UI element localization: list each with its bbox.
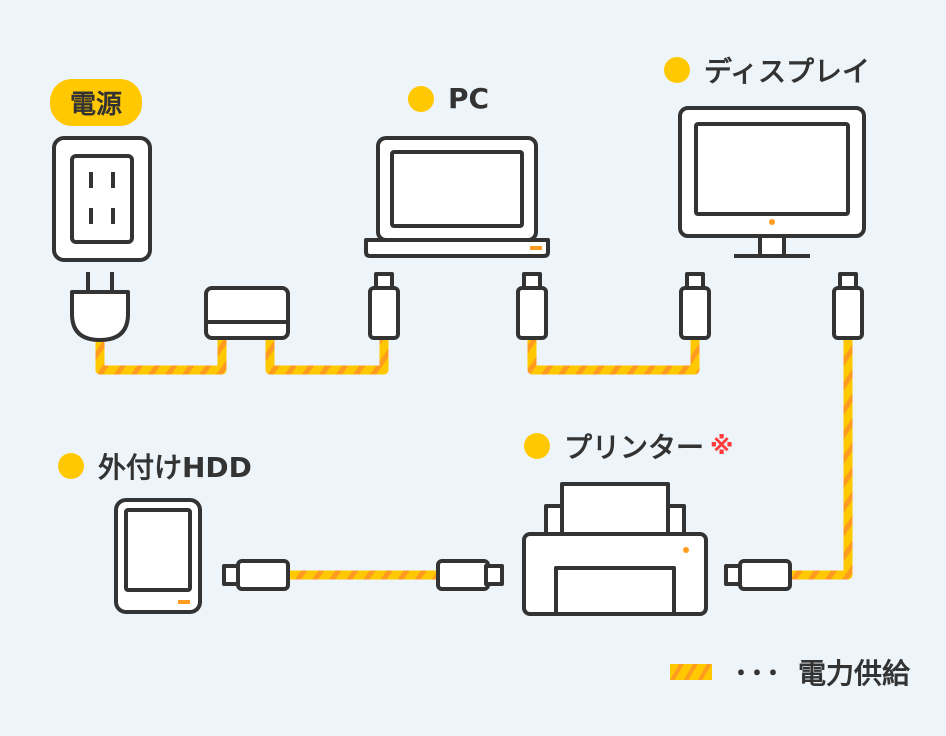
legend-dots: ･･･ [733,657,782,690]
connector-printer-left [436,559,504,591]
cable-adapter-to-pc [265,333,389,375]
external-hdd-label-text: 外付けHDD [98,451,252,484]
printer-icon [522,482,708,616]
printer-label-text: プリンター [564,431,705,464]
power-plug-icon [70,272,130,342]
connector-printer-right [724,559,792,591]
display-label-text: ディスプレイ [704,55,871,88]
connector-display-out [832,272,864,340]
cable-pc-to-display [527,333,700,375]
external-hdd-icon [114,498,202,614]
legend-label: 電力供給 [797,657,910,690]
power-cables [95,333,853,580]
pc-label-text: PC [448,82,490,115]
printer-note-mark: ※ [710,432,734,460]
laptop-pc-icon [364,136,550,258]
connector-hdd-side [222,559,290,591]
monitor-display-icon [678,106,866,258]
legend-stripe-swatch [669,664,712,680]
bullet-dot-icon [524,433,550,459]
bullet-dot-icon [58,453,84,479]
display-label: ディスプレイ [664,50,870,90]
legend: ･･･ 電力供給 [669,652,910,692]
cable-display-to-printer [785,333,853,580]
wall-outlet-icon [52,136,152,262]
bullet-dot-icon [408,85,434,112]
connector-pc-out [516,272,548,340]
printer-label: プリンター ※ [524,426,733,466]
power-label: 電源 [50,79,143,126]
pc-label: PC [408,82,489,115]
ac-adapter-icon [204,286,290,340]
connector-display-in [679,272,711,340]
connector-pc-in [368,272,400,340]
external-hdd-label: 外付けHDD [58,446,252,486]
cable-plug-to-adapter [95,333,227,375]
bullet-dot-icon [664,57,690,83]
